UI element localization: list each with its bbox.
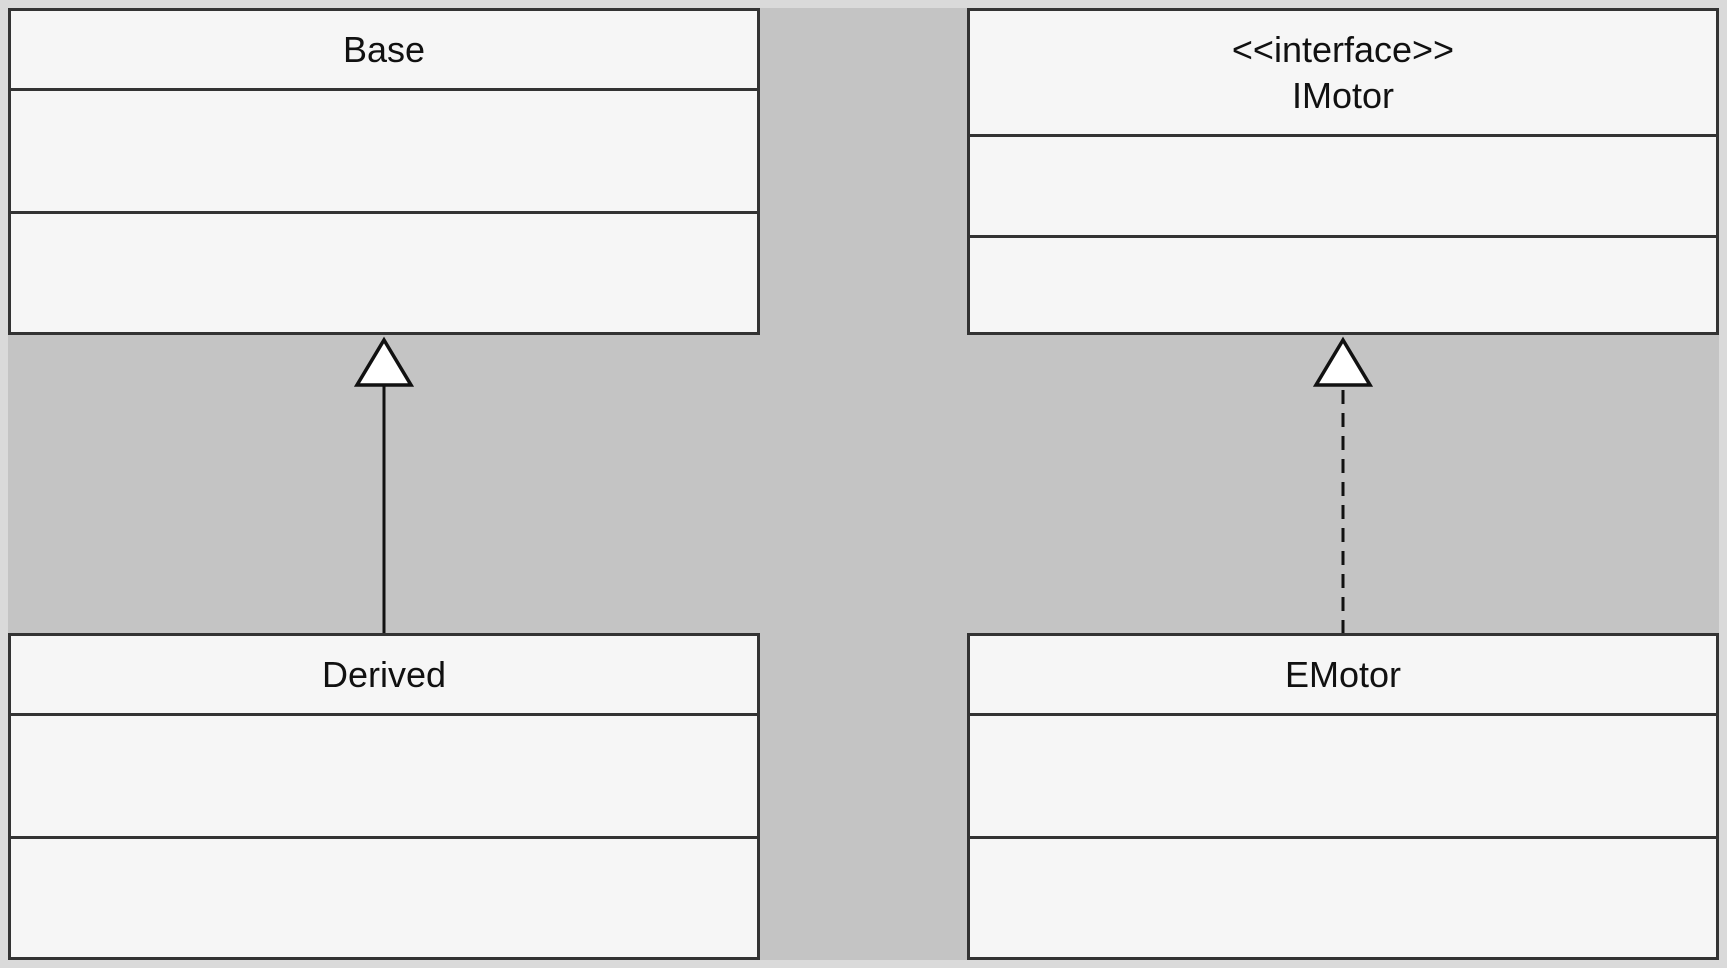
class-base-attributes: [11, 88, 757, 211]
class-imotor-attributes: [970, 134, 1716, 235]
class-base-name: Base: [342, 28, 426, 70]
class-base-header: Base: [11, 11, 757, 88]
class-imotor[interactable]: <<interface>> IMotor: [967, 8, 1719, 335]
realization-arrowhead: [1312, 336, 1374, 387]
class-imotor-header: <<interface>> IMotor: [970, 11, 1716, 134]
class-imotor-stereotype: <<interface>>: [1231, 28, 1455, 70]
class-derived-attributes: [11, 713, 757, 836]
class-derived[interactable]: Derived: [8, 633, 760, 960]
class-emotor[interactable]: EMotor: [967, 633, 1719, 960]
generalization-arrowhead: [353, 336, 415, 387]
class-imotor-name: IMotor: [1291, 74, 1395, 116]
class-emotor-header: EMotor: [970, 636, 1716, 713]
class-base-operations: [11, 211, 757, 332]
class-base[interactable]: Base: [8, 8, 760, 335]
class-derived-name: Derived: [321, 653, 447, 695]
class-derived-header: Derived: [11, 636, 757, 713]
class-derived-operations: [11, 836, 757, 957]
class-emotor-operations: [970, 836, 1716, 957]
class-emotor-name: EMotor: [1284, 653, 1402, 695]
class-imotor-operations: [970, 235, 1716, 332]
class-emotor-attributes: [970, 713, 1716, 836]
